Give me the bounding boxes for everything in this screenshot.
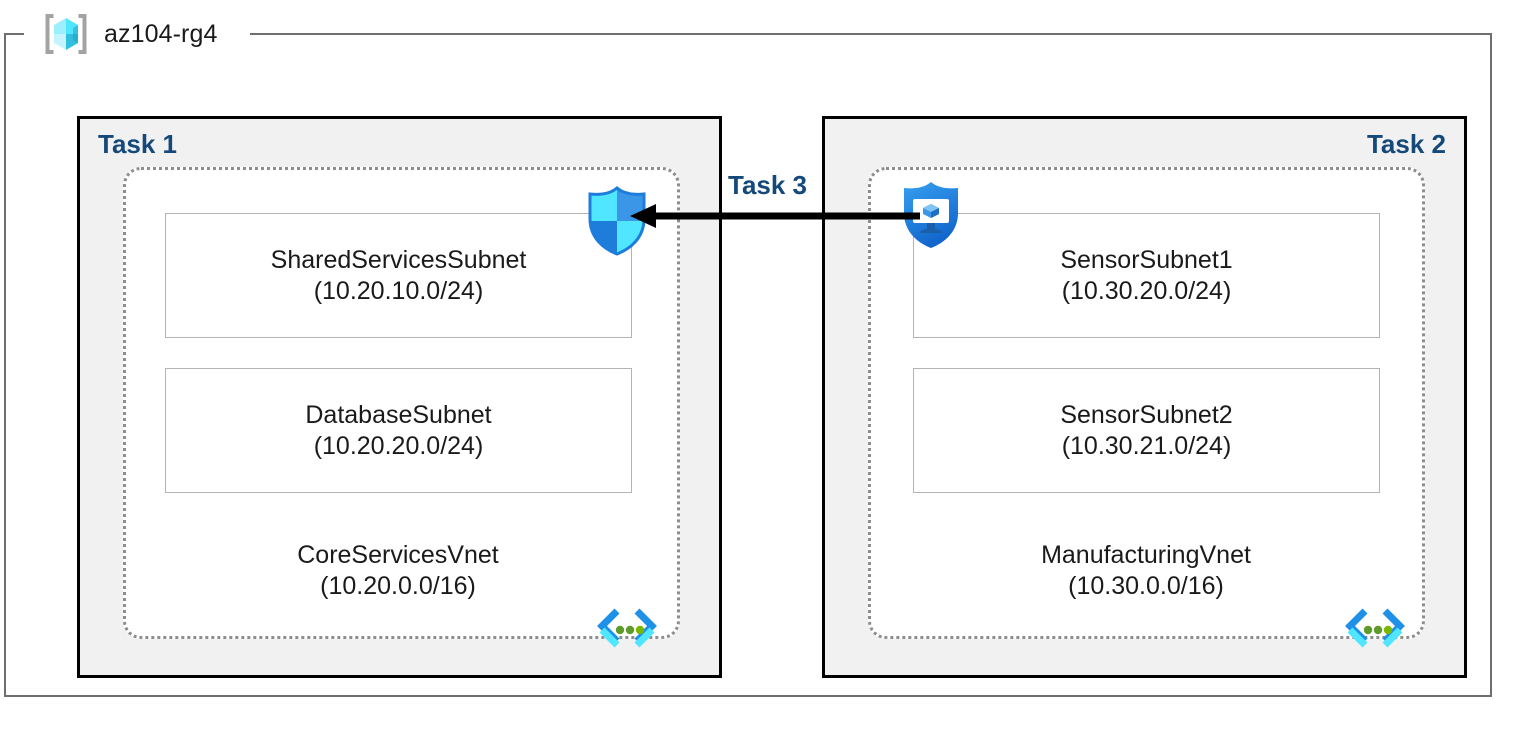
subnet-name: DatabaseSubnet bbox=[305, 401, 492, 429]
subnet-sensor-2: SensorSubnet2 (10.30.21.0/24) bbox=[913, 368, 1380, 493]
resource-group-name: az104-rg4 bbox=[104, 19, 218, 48]
subnet-name: SensorSubnet1 bbox=[1060, 246, 1233, 274]
subnet-cidr: (10.30.21.0/24) bbox=[1061, 431, 1232, 460]
virtual-network-icon bbox=[1344, 606, 1406, 650]
resource-group-border-left-stub bbox=[4, 33, 24, 35]
subnet-name: SensorSubnet2 bbox=[1060, 401, 1233, 429]
vnet-core-services-caption: CoreServicesVnet (10.20.0.0/16) bbox=[168, 540, 628, 601]
resource-group-cube-icon bbox=[40, 8, 92, 60]
subnet-sensor-1: SensorSubnet1 (10.30.20.0/24) bbox=[913, 213, 1380, 338]
vnet-name: CoreServicesVnet bbox=[297, 541, 499, 569]
resource-group-header: az104-rg4 bbox=[40, 8, 228, 60]
peering-arrow-icon bbox=[630, 196, 920, 236]
vnet-cidr: (10.30.0.0/16) bbox=[1068, 571, 1224, 600]
task-2-label: Task 2 bbox=[1366, 129, 1446, 159]
task-1-label: Task 1 bbox=[98, 129, 178, 159]
subnet-cidr: (10.20.10.0/24) bbox=[313, 276, 484, 305]
subnet-cidr: (10.20.20.0/24) bbox=[313, 431, 484, 460]
resource-group-frame bbox=[4, 33, 1492, 697]
virtual-network-icon bbox=[596, 606, 658, 650]
subnet-database: DatabaseSubnet (10.20.20.0/24) bbox=[165, 368, 632, 493]
vnet-cidr: (10.20.0.0/16) bbox=[320, 571, 476, 600]
vnet-manufacturing-caption: ManufacturingVnet (10.30.0.0/16) bbox=[916, 540, 1376, 601]
subnet-cidr: (10.30.20.0/24) bbox=[1061, 276, 1232, 305]
vm-security-shield-icon bbox=[898, 180, 964, 250]
vnet-name: ManufacturingVnet bbox=[1041, 541, 1251, 569]
task-3-label: Task 3 bbox=[724, 170, 812, 201]
subnet-name: SharedServicesSubnet bbox=[270, 246, 527, 274]
subnet-shared-services: SharedServicesSubnet (10.20.10.0/24) bbox=[165, 213, 632, 338]
resource-group-border-right-segment bbox=[250, 33, 1492, 35]
